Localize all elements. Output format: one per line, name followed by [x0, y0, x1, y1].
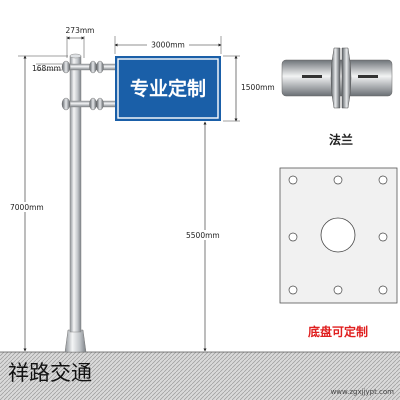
upper-arm-flange-right — [96, 60, 104, 74]
sign-text: 专业定制 — [130, 77, 206, 100]
bolt-hole-top-left — [288, 175, 298, 185]
brand-text: 祥路交通 — [8, 361, 92, 385]
clearance-height-label: 5500mm — [186, 231, 220, 240]
base-plate — [279, 167, 398, 304]
sign-panel — [115, 56, 221, 121]
bolt-hole-bottom-center — [333, 285, 343, 295]
flange-caption: 法兰 — [329, 132, 353, 147]
flange-detail — [281, 47, 393, 109]
flange-disc-right — [341, 47, 352, 109]
flange-bolt-right — [358, 75, 378, 78]
upper-arm-flange-left — [61, 60, 71, 74]
sign-width-label: 3000mm — [151, 41, 185, 50]
ground — [0, 352, 400, 400]
clearance-height-label-bg — [183, 230, 227, 240]
pole-height-label: 7000mm — [10, 203, 44, 212]
base-plate-caption: 底盘可定制 — [308, 324, 368, 339]
watermark-text: www.zgxjjypt.com — [331, 388, 395, 396]
pole-base — [64, 329, 87, 353]
sign-height-label: 1500mm — [241, 83, 275, 92]
bolt-hole-mid-left — [288, 232, 298, 242]
bolt-hole-bottom-left — [288, 285, 298, 295]
lower-arm-flange-right — [96, 97, 104, 111]
bolt-hole-top-center — [333, 175, 343, 185]
lower-arm-flange-left — [61, 97, 71, 111]
flange-bolt-left — [302, 75, 322, 78]
base-plate-center-hole — [320, 217, 356, 253]
pole-height-label-bg — [8, 202, 48, 212]
upper-arm-flange-mid — [89, 60, 97, 74]
sign-width-label-bg — [147, 40, 189, 49]
pole-cap — [69, 53, 82, 59]
arm-width-label: 273mm — [66, 26, 95, 35]
sign-inner-border — [117, 58, 219, 119]
flange-disc-left — [330, 47, 341, 109]
pole — [69, 55, 82, 333]
arm-spacing-label: 168mm — [32, 64, 61, 73]
bolt-hole-top-right — [378, 175, 388, 185]
bolt-hole-mid-right — [378, 232, 388, 242]
bolt-hole-bottom-right — [378, 285, 388, 295]
lower-arm-flange-mid — [89, 97, 97, 111]
